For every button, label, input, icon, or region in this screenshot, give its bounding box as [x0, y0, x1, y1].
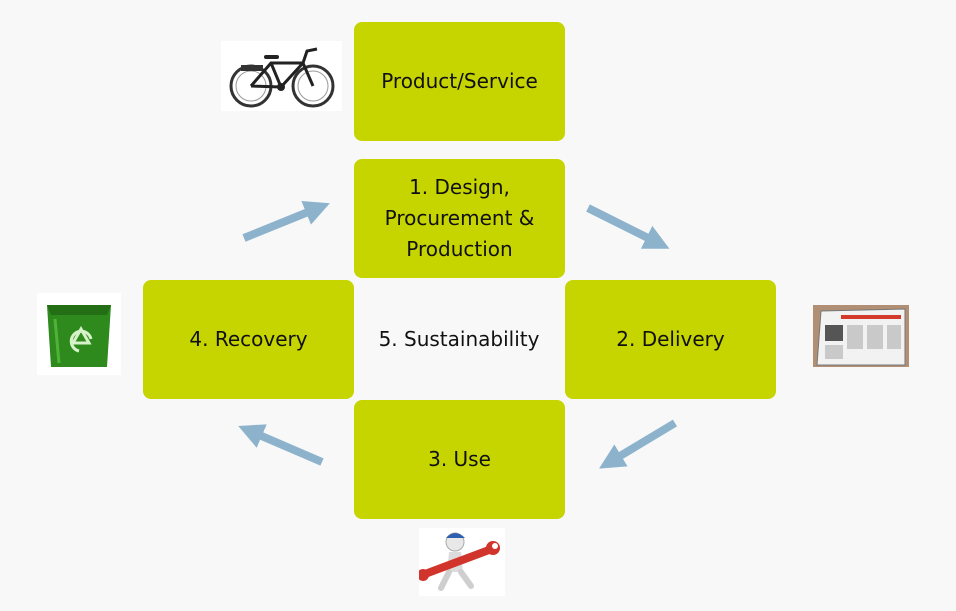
- arrow-design-to-delivery: [586, 204, 670, 249]
- step-recovery-box: 4. Recovery: [143, 280, 354, 399]
- step-use-label: 3. Use: [428, 447, 491, 471]
- bicycle-icon: [221, 41, 342, 111]
- recycle-bin-icon: [37, 293, 121, 375]
- newspaper-tablet-icon: [813, 305, 909, 367]
- step-design-label: 1. Design, Procurement & Production: [384, 175, 535, 261]
- arrow-delivery-to-use: [599, 419, 678, 469]
- product-service-box: Product/Service: [354, 22, 565, 141]
- step-design-box: 1. Design, Procurement & Production: [354, 159, 565, 278]
- product-service-label: Product/Service: [381, 69, 538, 93]
- arrow-recovery-to-design: [242, 200, 330, 242]
- step-delivery-box: 2. Delivery: [565, 280, 776, 399]
- step-delivery-label: 2. Delivery: [616, 327, 725, 351]
- arrow-use-to-recovery: [238, 424, 324, 466]
- sustainability-label: 5. Sustainability: [378, 327, 540, 351]
- mechanic-wrench-icon: [419, 528, 505, 596]
- step-recovery-label: 4. Recovery: [189, 327, 308, 351]
- step-use-box: 3. Use: [354, 400, 565, 519]
